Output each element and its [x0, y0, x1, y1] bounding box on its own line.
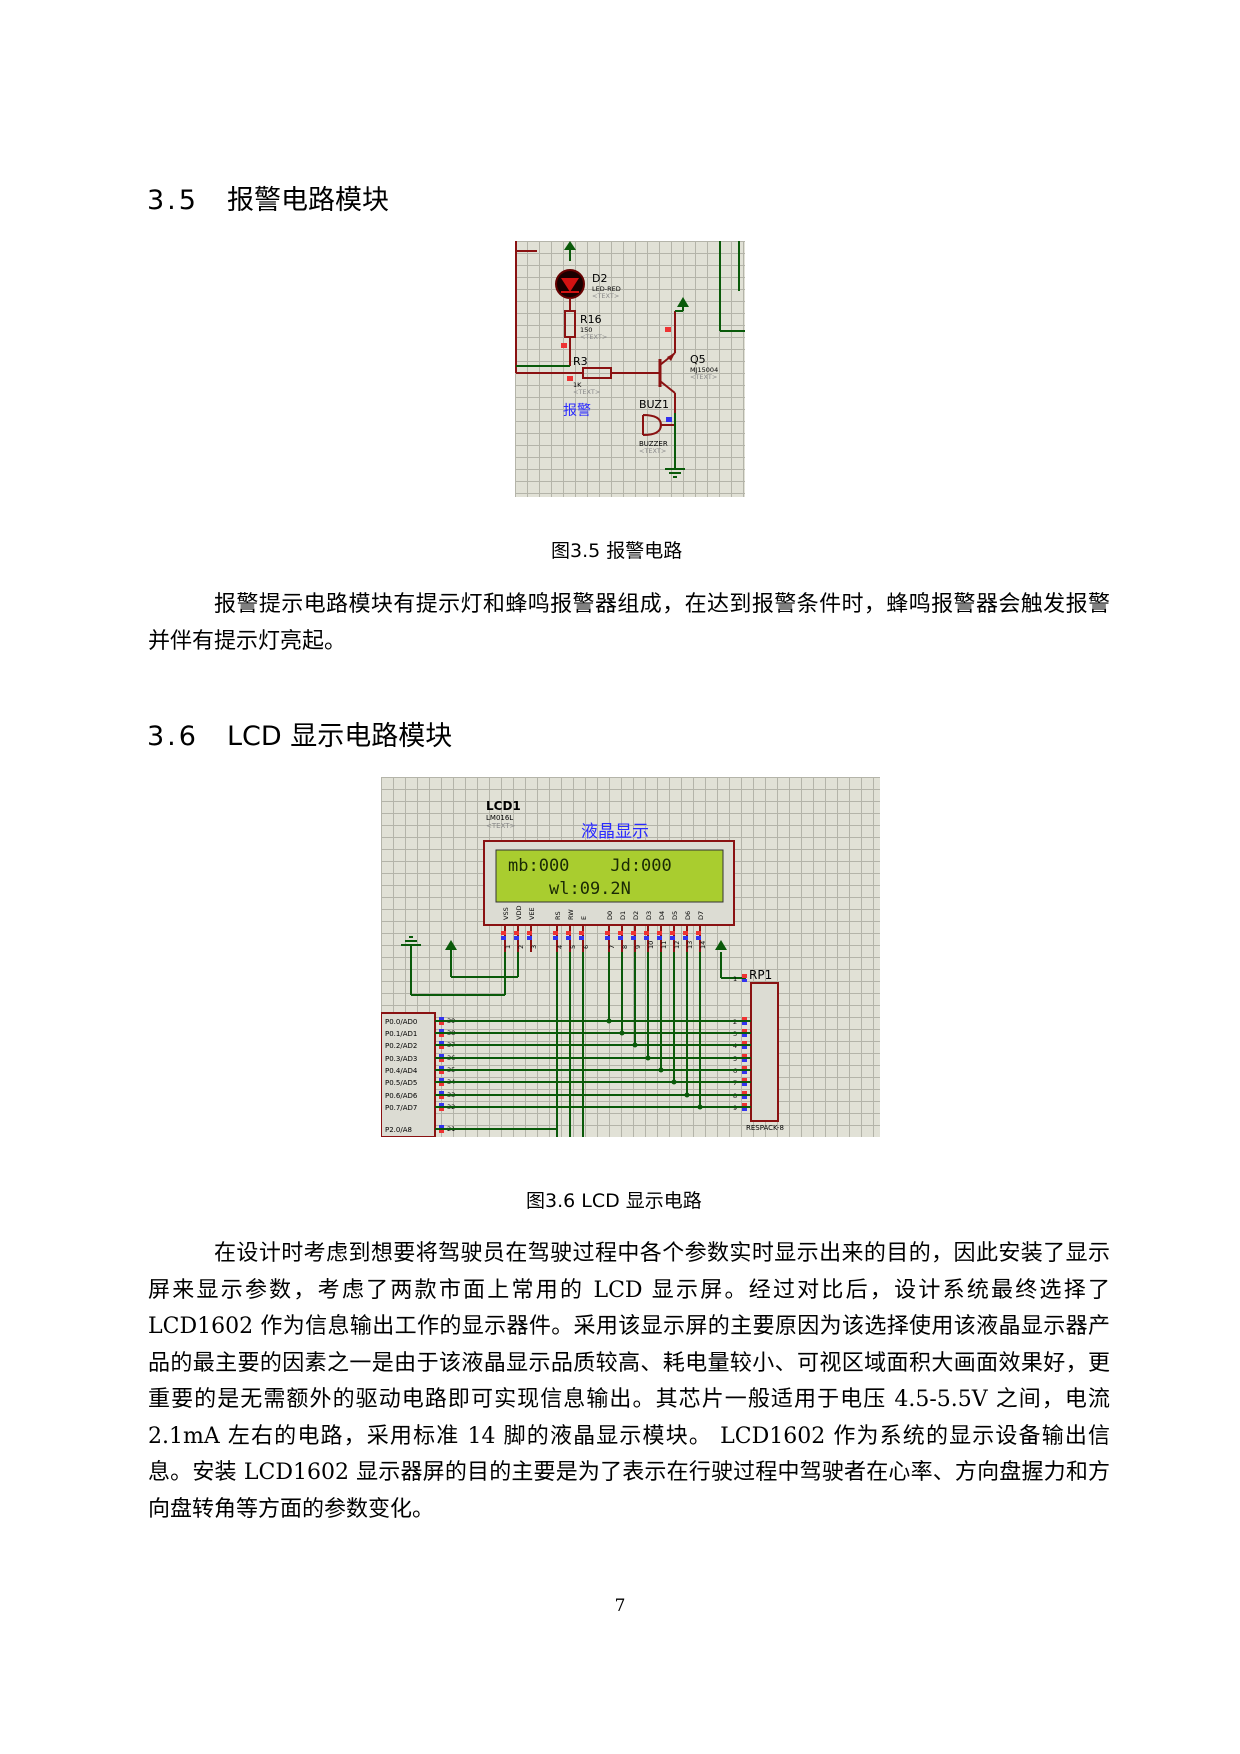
figure-lcd-circuit: LCD1 LM016L <TEXT> 液晶显示 mb:000 Jd:000 wl… [380, 777, 880, 1138]
svg-text:150: 150 [580, 326, 592, 334]
section-number: 3.6 [147, 721, 199, 752]
power-icon [715, 940, 727, 950]
mcu-port-name: P0.0/AD0 [385, 1018, 417, 1026]
resistor-pack [750, 982, 779, 1122]
lcd-pin-name: RW [567, 909, 575, 920]
lcd-pin-name: RS [554, 911, 562, 920]
paragraph-alarm: 报警提示电路模块有提示灯和蜂鸣报警器组成，在达到报警条件时，蜂鸣报警器会触发报警… [148, 592, 1110, 654]
svg-text:1K: 1K [573, 381, 582, 389]
lcd-pin-number: 6 [582, 945, 590, 949]
lcd-pin-number: 5 [569, 945, 577, 949]
lcd-pin-number: 4 [556, 945, 564, 949]
lcd-pin-name: D6 [684, 911, 692, 920]
mcu-port-name: P0.5/AD5 [385, 1079, 417, 1087]
rp1-label: RP1 [749, 968, 772, 982]
svg-text:<TEXT>: <TEXT> [690, 373, 717, 381]
lcd-pin-number: 13 [686, 941, 694, 949]
alarm-label: 报警 [563, 403, 591, 419]
svg-text:LM016L: LM016L [486, 814, 513, 822]
lcd-pin-name: D1 [619, 911, 627, 920]
figure-alarm-circuit: D2 LED-RED <TEXT> R16 150 <TEXT> R3 1K <… [515, 241, 745, 497]
section-title: 报警电路模块 [226, 185, 389, 216]
lcd-pin-name: D2 [632, 911, 640, 920]
mcu-port-name: P0.3/AD3 [385, 1055, 417, 1063]
lcd-pin-name: VDD [515, 906, 523, 920]
section-number: 3.5 [147, 185, 199, 216]
svg-text:RESPACK-8: RESPACK-8 [746, 1124, 784, 1132]
lcd-line-2: wl:09.2N [549, 879, 631, 899]
resistor-icon [582, 367, 612, 379]
lcd-pin-name: VSS [502, 907, 510, 920]
power-icon [445, 940, 457, 950]
mcu-port-name: P2.0/A8 [385, 1126, 412, 1134]
section-title: LCD 显示电路模块 [226, 721, 453, 752]
r3-label: R3 [573, 355, 588, 368]
resistor-icon [564, 310, 576, 338]
lcd-pin-name: D0 [606, 911, 614, 920]
lcd-pin-number: 1 [504, 945, 512, 949]
lcd-pin-number: 3 [530, 945, 538, 949]
lcd-pin-name: D5 [671, 911, 679, 920]
lcd-pin-name: E [580, 916, 588, 920]
lcd-pin-name: D3 [645, 911, 653, 920]
lcd-pin-number: 10 [647, 941, 655, 949]
lcd-pin-number: 11 [660, 941, 668, 949]
mcu-port-name: P0.2/AD2 [385, 1042, 417, 1050]
alarm-schematic: D2 LED-RED <TEXT> R16 150 <TEXT> R3 1K <… [515, 241, 745, 478]
lcd-title: 液晶显示 [581, 822, 649, 842]
svg-text:<TEXT>: <TEXT> [573, 388, 600, 396]
mcu-port-name: P0.4/AD4 [385, 1067, 418, 1075]
lcd-pin-number: 12 [673, 941, 681, 949]
lcd-pin-name: D4 [658, 911, 666, 920]
svg-text:<TEXT>: <TEXT> [580, 333, 607, 341]
lcd-pin-number: 14 [699, 941, 707, 949]
lcd-pin-number: 8 [621, 945, 629, 949]
lcd-pin-number: 9 [634, 945, 642, 949]
lcd-screen [495, 849, 724, 903]
r16-label: R16 [580, 313, 602, 326]
buzzer-icon [642, 414, 663, 436]
mcu-port-name: P0.6/AD6 [385, 1092, 418, 1100]
svg-text:MJ15004: MJ15004 [690, 366, 718, 374]
lcd-pin-number: 2 [517, 945, 525, 949]
buzzer-label: BUZ1 [639, 398, 669, 411]
page-number: 7 [614, 1596, 626, 1616]
section-heading-3-5: 3.5 报警电路模块 [147, 178, 389, 217]
mcu-port-name: P0.7/AD7 [385, 1104, 417, 1112]
figure-caption-3-5: 图3.5 报警电路 [551, 540, 683, 562]
section-heading-3-6: 3.6 LCD 显示电路模块 [147, 714, 452, 753]
mcu-block [380, 1012, 436, 1138]
paragraph-lcd: 在设计时考虑到想要将驾驶员在驾驶过程中各个参数实时显示出来的目的，因此安装了显示… [148, 1241, 1110, 1522]
lcd-pin-name: VEE [528, 907, 536, 920]
lcd-line-1: mb:000 Jd:000 [508, 856, 672, 876]
lcd-pin-name: D7 [697, 911, 705, 920]
data-bus-wires [435, 952, 751, 1137]
q5-label: Q5 [690, 353, 706, 366]
lcd-label: LCD1 [486, 799, 521, 813]
lcd-pin-names: VSS VDD VEE RS RW E D0 D1 D2 D3 D4 D5 D6 D7 [502, 906, 705, 920]
figure-caption-3-6: 图3.6 LCD 显示电路 [526, 1190, 702, 1212]
rp1-pin-number: 1 [733, 975, 737, 983]
svg-text:<TEXT>: <TEXT> [639, 447, 666, 455]
svg-text:BUZZER: BUZZER [639, 440, 668, 448]
lcd-schematic: LCD1 LM016L <TEXT> 液晶显示 mb:000 Jd:000 wl… [380, 799, 784, 1138]
svg-text:<TEXT>: <TEXT> [486, 822, 516, 830]
mcu-port-name: P0.1/AD1 [385, 1030, 417, 1038]
svg-text:LED-RED: LED-RED [592, 285, 621, 293]
d2-label: D2 [592, 272, 607, 285]
lcd-pin-number: 7 [608, 945, 616, 949]
svg-text:<TEXT>: <TEXT> [592, 292, 619, 300]
